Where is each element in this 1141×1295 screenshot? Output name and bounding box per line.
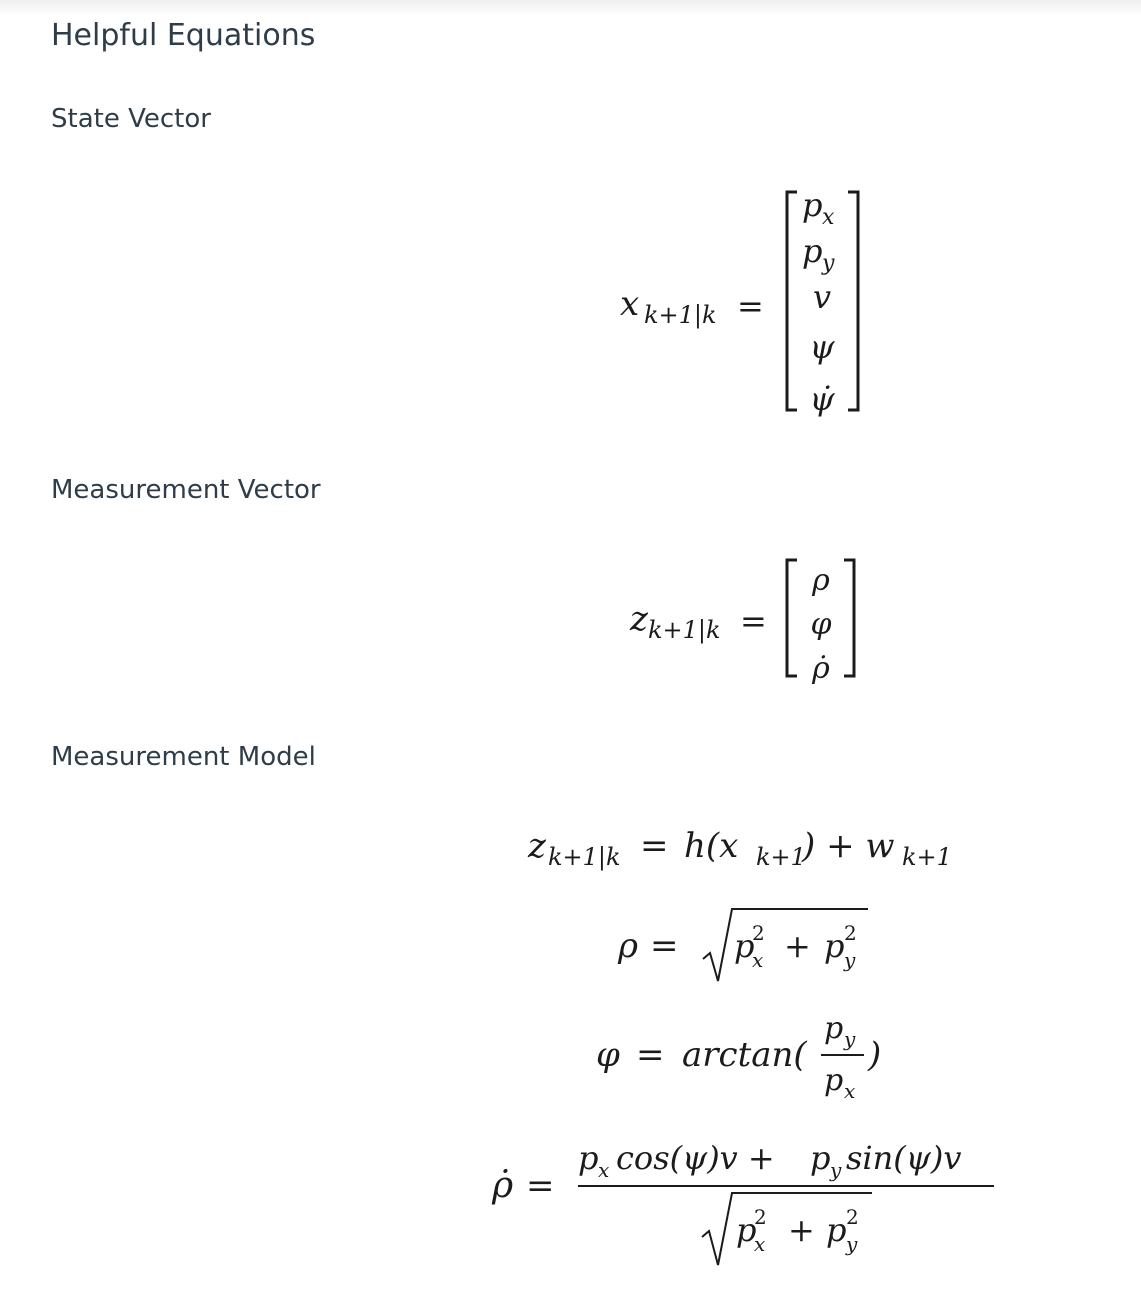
rho-px-base: p [734,927,754,965]
rho-dot-sin-term: sin(ψ)v [846,1139,961,1177]
rho-dot-num-px-base: p [578,1139,598,1177]
rho-dot-cos-term: cos(ψ)v + [616,1139,775,1177]
meas-entry-rho: ρ [811,563,830,598]
rho-dot-num-py-base: p [810,1139,830,1177]
state-vector-equation: x k+1|k = p x p y v ψ ψ̇ [620,186,860,418]
phi-denominator-base: p [824,1063,843,1098]
rho-py-squared: 2 [844,921,857,945]
state-equals-sign: = [737,287,764,325]
meas-right-bracket [844,558,856,678]
phi-lhs: φ [596,1035,620,1075]
measurement-vector-equation: z k+1|k = ρ φ ρ̇ [629,558,856,686]
meas-entry-phi: φ [810,607,831,642]
rho-dot-num-py-subscript: y [829,1158,842,1182]
rho-dot-den-py-squared: 2 [846,1205,859,1229]
rho-dot-lhs: ρ̇ [491,1165,513,1206]
top-shadow-bar [0,0,1141,16]
meas-lhs-base: z [629,599,649,639]
section-heading-measurement-model: Measurement Model [51,742,316,772]
rho-equals-sign: = [650,926,679,966]
model-w-subscript: k+1 [902,843,952,871]
meas-lhs-subscript: k+1|k [648,616,721,645]
meas-entry-rho-dot: ρ̇ [811,651,830,686]
state-entry-5: ψ̇ [809,380,835,418]
rho-lhs: ρ [617,926,638,966]
state-entry-3: v [813,278,831,316]
rho-dot-den-py-base: p [826,1211,846,1249]
state-right-bracket [848,190,860,412]
phi-equals-sign: = [636,1035,665,1075]
model-equals-sign: = [640,826,669,866]
phi-numerator-base: p [824,1011,843,1046]
state-entry-1-subscript: x [822,205,835,230]
section-heading-measurement-vector: Measurement Vector [51,475,321,505]
rho-dot-den-px-base: p [736,1211,756,1249]
model-lhs-base: z [527,826,547,866]
phi-close-paren: ) [867,1035,881,1075]
measurement-model-equation: z k+1|k = h(x k+1 ) + w k+1 [527,826,952,872]
phi-denominator-subscript: x [844,1079,855,1103]
rho-equation: ρ = p 2 x + p 2 y [617,908,868,982]
rho-dot-den-plus: + [788,1211,815,1249]
state-entry-1-base: p [802,186,822,224]
rho-dot-sqrt-sign [701,1192,872,1266]
rho-dot-den-px-subscript: x [754,1232,765,1256]
meas-left-bracket [785,558,797,678]
state-left-bracket [785,190,797,412]
meas-equals-sign: = [740,602,767,640]
model-x-subscript: k+1 [756,843,806,871]
rho-dot-den-py-subscript: y [845,1232,858,1256]
rho-dot-equation: ρ̇ = p x cos(ψ)v + p y sin(ψ)v p 2 x + p… [491,1139,994,1266]
rho-dot-num-px-subscript: x [598,1158,609,1182]
rho-py-base: p [824,927,844,965]
state-entry-2-subscript: y [821,251,835,276]
page-title: Helpful Equations [51,18,316,53]
state-entry-2-base: p [802,232,822,270]
state-lhs-base: x [620,284,639,324]
rho-px-squared: 2 [752,921,765,945]
rho-plus: + [784,927,811,965]
phi-numerator-subscript: y [843,1027,856,1051]
model-plus-w: ) + w [801,826,894,866]
model-lhs-subscript: k+1|k [548,843,621,872]
rho-dot-equals-sign: = [526,1166,555,1206]
state-lhs-subscript: k+1|k [644,301,717,330]
state-entry-4: ψ [809,328,835,366]
rho-py-subscript: y [843,948,856,972]
phi-equation: φ = arctan( p y p x ) [596,1011,881,1103]
phi-arctan-label: arctan( [682,1035,807,1075]
rho-sqrt-sign [702,908,868,982]
rho-dot-den-px-squared: 2 [754,1205,767,1229]
rho-px-subscript: x [752,948,763,972]
section-heading-state-vector: State Vector [51,104,211,134]
model-h-function: h(x [684,826,738,866]
